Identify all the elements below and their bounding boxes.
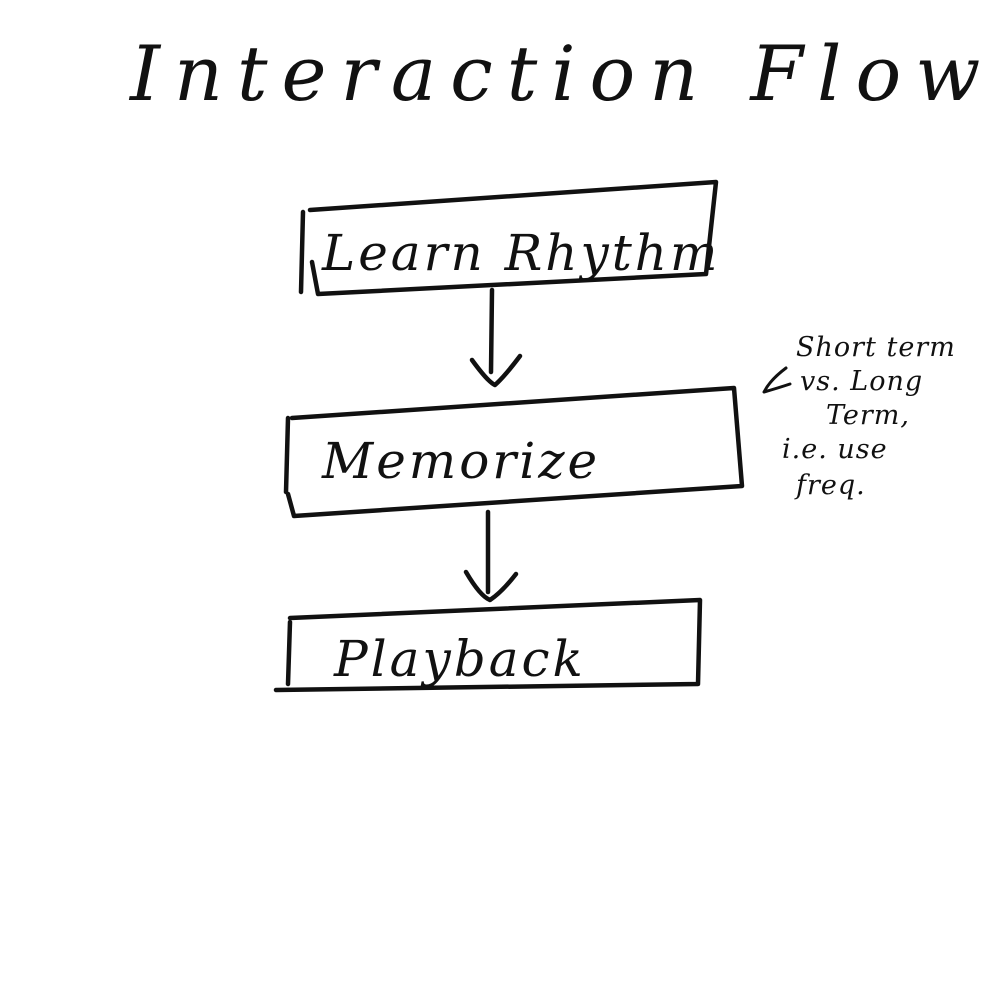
- annotation-pointer-arrow: [762, 366, 792, 394]
- diagram-title: Interaction Flow: [128, 29, 994, 118]
- annotation-line: Term,: [826, 400, 910, 431]
- step-box-learn-rhythm: Learn Rhythm: [298, 179, 720, 297]
- annotation-line: i.e. use: [782, 434, 888, 465]
- step-box-memorize: Memorize: [283, 385, 745, 519]
- annotation-line: freq.: [794, 470, 866, 501]
- flow-arrow-1: [469, 287, 523, 388]
- step-label-playback: Playback: [333, 630, 586, 688]
- step-box-playback: Playback: [273, 597, 703, 693]
- annotation-line: vs. Long: [800, 366, 923, 397]
- annotation-note: Short term vs. Long Term, i.e. use freq.: [762, 332, 956, 501]
- step-label-learn-rhythm: Learn Rhythm: [321, 224, 720, 282]
- annotation-line: Short term: [796, 332, 956, 363]
- flow-arrow-2: [463, 509, 519, 603]
- step-label-memorize: Memorize: [321, 432, 600, 490]
